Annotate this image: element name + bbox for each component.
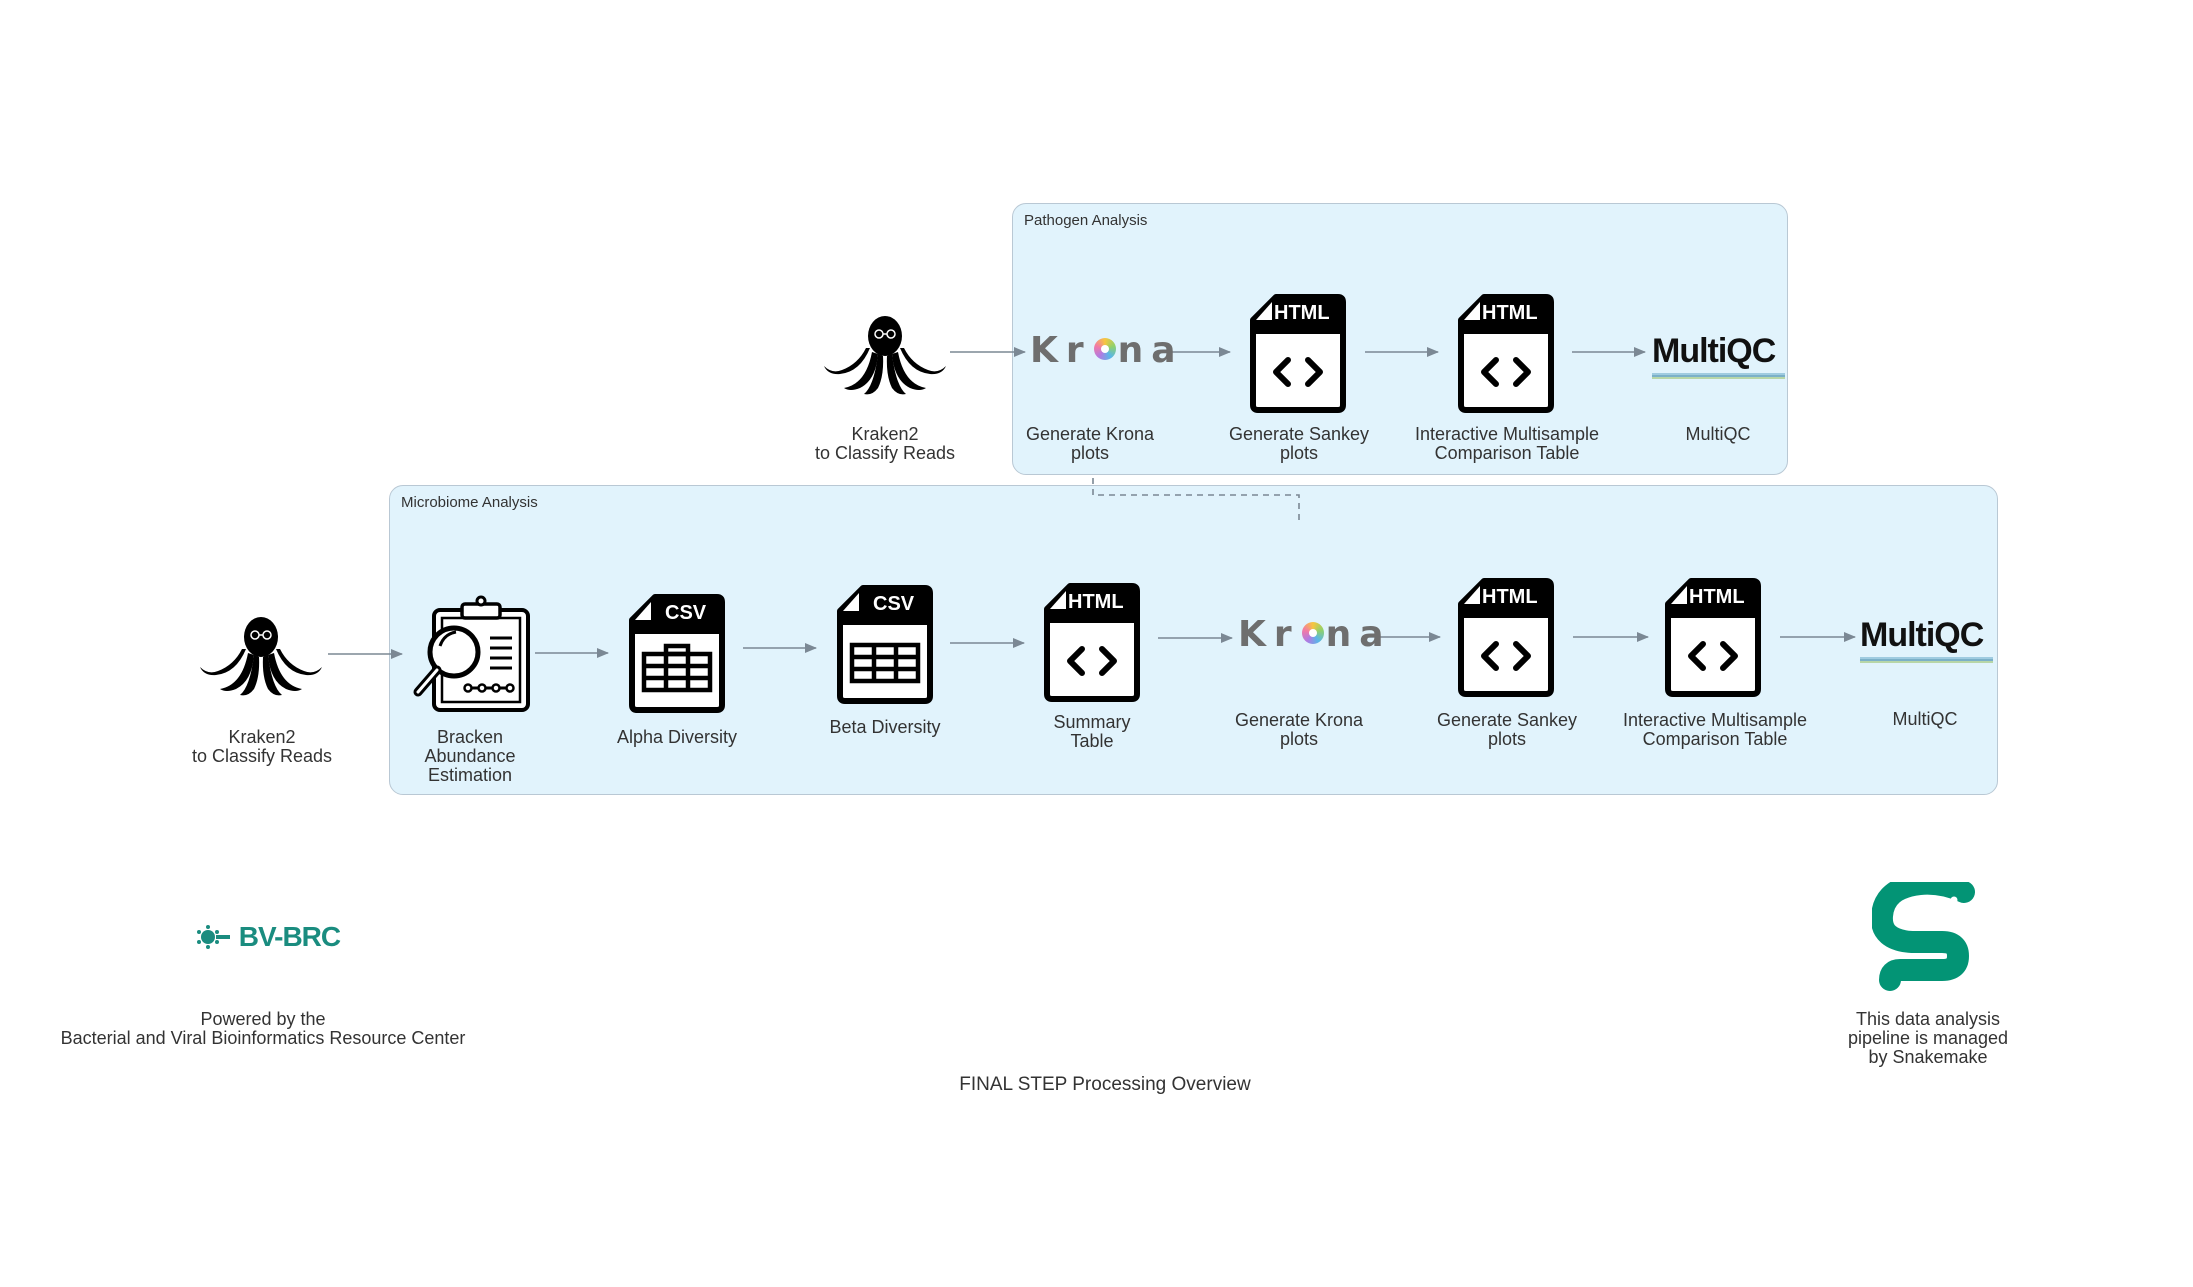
pathogen-cluster-label: Pathogen Analysis [1024, 212, 1148, 229]
pathogen-multiqc-label: MultiQC [1685, 424, 1751, 444]
bvbrc-text: Powered by the Bacterial and Viral Bioin… [60, 1009, 466, 1048]
microbiome-alpha-node[interactable]: CSV [629, 594, 725, 714]
html-file-icon [1250, 294, 1346, 413]
html-file-icon [1458, 578, 1554, 697]
krona-dot-icon [1301, 622, 1324, 644]
microbiome-bracken-node[interactable] [404, 594, 534, 714]
diagram-title: FINAL STEP Processing Overview [959, 1074, 1251, 1095]
pathogen-kraken-label: Kraken2 to Classify Reads [814, 424, 956, 463]
html-badge: HTML [1482, 302, 1538, 324]
snakemake-logo[interactable] [1870, 872, 1982, 994]
microbiome-alpha-label: Alpha Diversity [616, 727, 738, 747]
microbiome-sankey-label: Generate Sankey plots [1436, 710, 1578, 749]
microbiome-summary-node[interactable]: HTML [1044, 583, 1140, 703]
html-badge: HTML [1482, 586, 1538, 608]
snakemake-icon [1870, 872, 1975, 991]
microbiome-beta-label: Beta Diversity [829, 717, 941, 737]
multiqc-bars-icon [1860, 657, 1994, 663]
microbiome-multiqc-logo[interactable]: MultiQC [1860, 616, 1994, 663]
html-file-icon [1665, 578, 1761, 697]
microbiome-cluster-label: Microbiome Analysis [401, 494, 538, 511]
microbiome-summary-label: Summary Table [1053, 712, 1131, 751]
pathogen-krona-label: Generate Krona plots [1025, 424, 1155, 463]
microbiome-krona-label: Generate Krona plots [1234, 710, 1364, 749]
pathogen-cluster: Pathogen Analysis [1012, 203, 1788, 475]
microbiome-multiqc-label: MultiQC [1892, 709, 1958, 729]
html-file-icon [1458, 294, 1554, 413]
bvbrc-logo[interactable]: BV-BRC [196, 921, 341, 953]
csv-badge: CSV [873, 593, 915, 615]
html-badge: HTML [1274, 302, 1330, 324]
html-file-icon [1044, 583, 1140, 702]
microbiome-sankey-node[interactable]: HTML [1458, 578, 1554, 698]
microbiome-table-node[interactable]: HTML [1665, 578, 1761, 698]
krona-dot-icon [1093, 338, 1116, 360]
virus-icon [197, 925, 230, 949]
pathogen-sankey-node[interactable]: HTML [1250, 294, 1346, 414]
html-badge: HTML [1689, 586, 1745, 608]
microbiome-kraken-label: Kraken2 to Classify Reads [191, 727, 333, 766]
microbiome-kraken-node[interactable] [196, 613, 326, 698]
octopus-icon [200, 617, 322, 696]
pathogen-table-node[interactable]: HTML [1458, 294, 1554, 414]
pathogen-table-label: Interactive Multisample Comparison Table [1414, 424, 1600, 463]
pathogen-kraken-node[interactable] [820, 312, 950, 397]
pathogen-multiqc-logo[interactable]: MultiQC [1652, 332, 1786, 379]
multiqc-bars-icon [1652, 373, 1786, 379]
pathogen-sankey-label: Generate Sankey plots [1228, 424, 1370, 463]
microbiome-table-label: Interactive Multisample Comparison Table [1622, 710, 1808, 749]
edge-dashed-krona-link [1092, 478, 1300, 525]
html-badge: HTML [1068, 591, 1124, 613]
csv-file-icon [629, 594, 725, 713]
csv-file-icon [837, 585, 933, 704]
microbiome-bracken-label: Bracken Abundance Estimation [424, 727, 516, 785]
csv-badge: CSV [665, 602, 707, 624]
microbiome-beta-node[interactable]: CSV [837, 585, 933, 705]
clipboard-magnifier-icon [413, 595, 530, 712]
octopus-icon [824, 316, 946, 395]
snakemake-text: This data analysis pipeline is managed b… [1847, 1009, 2009, 1067]
